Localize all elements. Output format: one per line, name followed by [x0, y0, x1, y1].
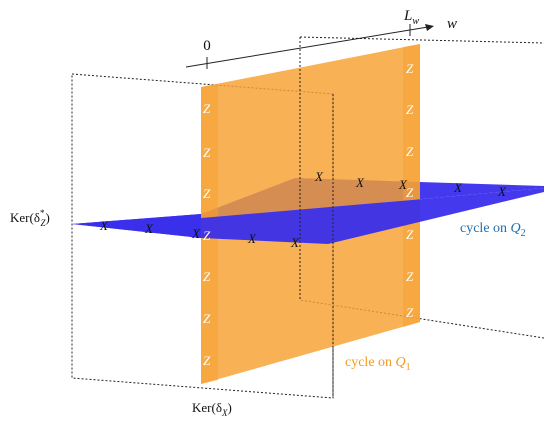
- z-operator: Z: [203, 186, 211, 201]
- x-operator: X: [398, 177, 408, 192]
- ker-dz-label: Ker(δ*Z): [10, 208, 50, 228]
- z-operators-left: Z Z Z Z Z Z Z: [203, 101, 211, 368]
- x-operator: X: [191, 226, 201, 241]
- cycle-q1-label: cycle on Q1: [345, 355, 411, 373]
- z-operator: Z: [406, 102, 414, 117]
- z-operator: Z: [203, 269, 211, 284]
- z-operator: Z: [203, 311, 211, 326]
- z-operator: Z: [203, 101, 211, 116]
- z-operator: Z: [203, 145, 211, 160]
- w-axis-arrowhead: [425, 24, 434, 31]
- dotted-frame-back: [299, 36, 544, 339]
- cycle-q2-label: cycle on Q2: [460, 221, 526, 239]
- z-operators-right: Z Z Z Z Z Z Z: [406, 61, 414, 320]
- x-operator: X: [99, 218, 109, 233]
- z-operator: Z: [406, 227, 414, 242]
- ker-dx-label: Ker(δX): [192, 400, 232, 418]
- z-operator: Z: [406, 61, 414, 76]
- x-operators: X X X X X X X X X X: [99, 169, 507, 250]
- x-operator: X: [314, 169, 324, 184]
- x-operator: X: [247, 231, 257, 246]
- dotted-frame-front: [71, 73, 334, 399]
- lw-label: Lw: [403, 8, 419, 27]
- z-operator: Z: [406, 144, 414, 159]
- blue-plane-left: [72, 214, 201, 238]
- z-operator: Z: [203, 353, 211, 368]
- z-operator: Z: [406, 269, 414, 284]
- x-operator: X: [144, 221, 154, 236]
- x-operator: X: [290, 235, 300, 250]
- orange-right-strip: [403, 44, 420, 327]
- x-operator: X: [453, 180, 463, 195]
- z-operator: Z: [406, 305, 414, 320]
- origin-label: 0: [203, 38, 211, 54]
- x-operator: X: [355, 175, 365, 190]
- w-axis: [185, 26, 429, 68]
- z-operator: Z: [203, 228, 211, 243]
- w-variable-label: w: [447, 16, 457, 32]
- x-operator: X: [497, 184, 507, 199]
- z-operator: Z: [406, 185, 414, 200]
